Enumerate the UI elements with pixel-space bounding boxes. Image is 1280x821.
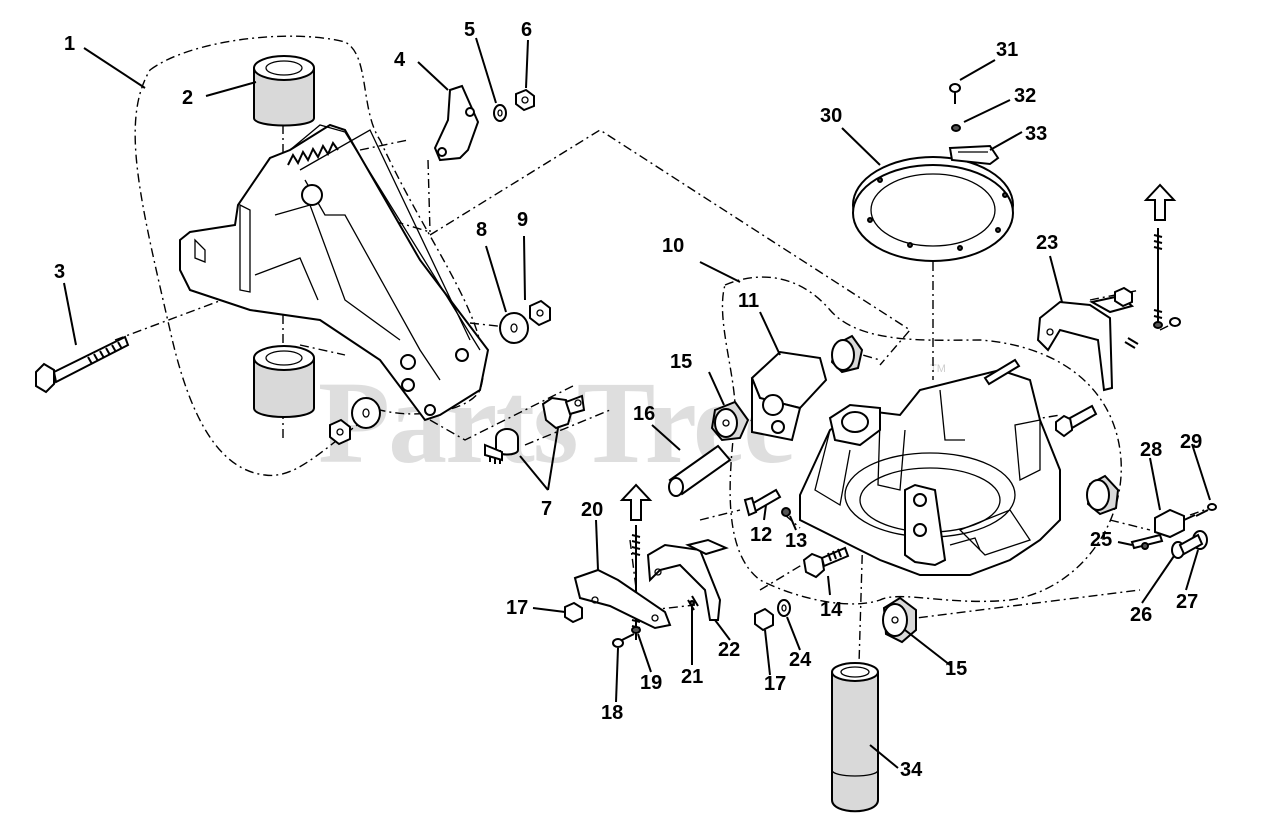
watermark-trademark: TM xyxy=(930,363,946,375)
nut-part-13 xyxy=(781,507,791,517)
screw-part-31 xyxy=(949,83,961,104)
callout-labels: 1 2 3 4 5 6 7 8 9 10 11 12 13 14 15 15 1… xyxy=(54,19,1202,781)
tube-part-34 xyxy=(831,662,879,813)
callout-9: 9 xyxy=(517,209,528,231)
roller-right xyxy=(1086,474,1120,516)
callout-25: 25 xyxy=(1090,529,1112,551)
callout-26: 26 xyxy=(1130,604,1152,626)
lever-plate-part-20 xyxy=(573,568,672,630)
knob-part-7-right xyxy=(541,394,586,430)
callout-28: 28 xyxy=(1140,439,1162,461)
link-plate-part-4 xyxy=(433,84,480,162)
nut-part-9 xyxy=(529,299,551,327)
bracket-part-23 xyxy=(1036,294,1135,392)
callout-6: 6 xyxy=(521,19,532,41)
callout-31: 31 xyxy=(996,39,1018,61)
callout-34: 34 xyxy=(900,759,923,781)
washer-part-8 xyxy=(499,312,529,344)
washer-part-24 xyxy=(777,599,791,617)
threaded-rod-right xyxy=(1153,228,1163,329)
callout-17-right: 17 xyxy=(764,673,786,695)
nut-bracket-23 xyxy=(1114,286,1133,308)
pin-part-21 xyxy=(687,595,699,611)
callout-4: 4 xyxy=(394,49,406,71)
screw-part-12 xyxy=(743,488,782,517)
washer-lower-left xyxy=(351,397,381,429)
screw-part-18 xyxy=(612,633,635,648)
arrow-up-left-icon xyxy=(619,483,653,521)
assembly-dash-lines xyxy=(114,35,1211,801)
bolt-part-14 xyxy=(802,546,850,579)
callout-24: 24 xyxy=(789,649,812,671)
callout-30: 30 xyxy=(820,105,842,127)
clip-part-33 xyxy=(948,144,1000,166)
callout-12: 12 xyxy=(750,524,772,546)
callout-14: 14 xyxy=(820,599,843,621)
callout-8: 8 xyxy=(476,219,487,241)
washer-part-5 xyxy=(493,104,507,122)
stud-housing-top xyxy=(983,358,1021,386)
callout-23: 23 xyxy=(1036,232,1058,254)
callout-22: 22 xyxy=(718,639,740,661)
callout-15-upper: 15 xyxy=(670,351,692,373)
washer-part-32 xyxy=(951,124,961,132)
callout-18: 18 xyxy=(601,702,623,724)
roller-part-15-upper xyxy=(710,400,750,442)
callout-29: 29 xyxy=(1180,431,1202,453)
callout-20: 20 xyxy=(581,499,603,521)
callout-13: 13 xyxy=(785,530,807,552)
callout-3: 3 xyxy=(54,261,65,283)
switch-part-28 xyxy=(1154,508,1196,539)
spring-part-25 xyxy=(1130,533,1164,550)
callout-2: 2 xyxy=(182,87,193,109)
callout-1: 1 xyxy=(64,33,75,55)
arrow-up-right-icon xyxy=(1143,183,1177,221)
swivel-block-part-11 xyxy=(750,350,828,442)
bolt-part-27 xyxy=(1178,530,1208,556)
callout-10: 10 xyxy=(662,235,684,257)
bushing-lower-part-2 xyxy=(253,345,315,418)
threaded-rod-part-19 xyxy=(631,525,641,640)
callout-32: 32 xyxy=(1014,85,1036,107)
caster-housing xyxy=(799,368,1061,576)
callout-16: 16 xyxy=(633,403,655,425)
bushing-upper-part-2 xyxy=(253,55,315,127)
knob-part-7-left xyxy=(484,428,519,464)
clip-bracket-23 xyxy=(1124,337,1139,349)
callout-5: 5 xyxy=(464,19,475,41)
callout-15-lower: 15 xyxy=(945,658,967,680)
nut-lower-left xyxy=(329,418,351,446)
main-bracket-part-1 xyxy=(179,123,490,422)
pin-part-16 xyxy=(668,444,732,497)
callout-27: 27 xyxy=(1176,591,1198,613)
nut-part-6 xyxy=(515,88,535,112)
pin-part-29 xyxy=(1195,503,1217,517)
bolt-housing-right xyxy=(1055,404,1098,438)
callout-17-left: 17 xyxy=(506,597,528,619)
roller-mid-top xyxy=(830,334,864,374)
callout-11: 11 xyxy=(738,290,759,312)
long-bolt-part-3 xyxy=(35,335,130,394)
bracket-part-22 xyxy=(646,538,729,621)
roller-part-15-lower xyxy=(882,596,917,644)
callout-33: 33 xyxy=(1025,123,1047,145)
callout-7: 7 xyxy=(541,498,552,520)
callout-21: 21 xyxy=(681,666,703,688)
screw-right-small xyxy=(1169,317,1181,327)
ring-part-30 xyxy=(852,156,1014,262)
nut-part-17-left xyxy=(564,601,583,624)
callout-19: 19 xyxy=(640,672,662,694)
leader-lines xyxy=(63,37,1211,769)
nut-part-17-right xyxy=(754,607,774,632)
